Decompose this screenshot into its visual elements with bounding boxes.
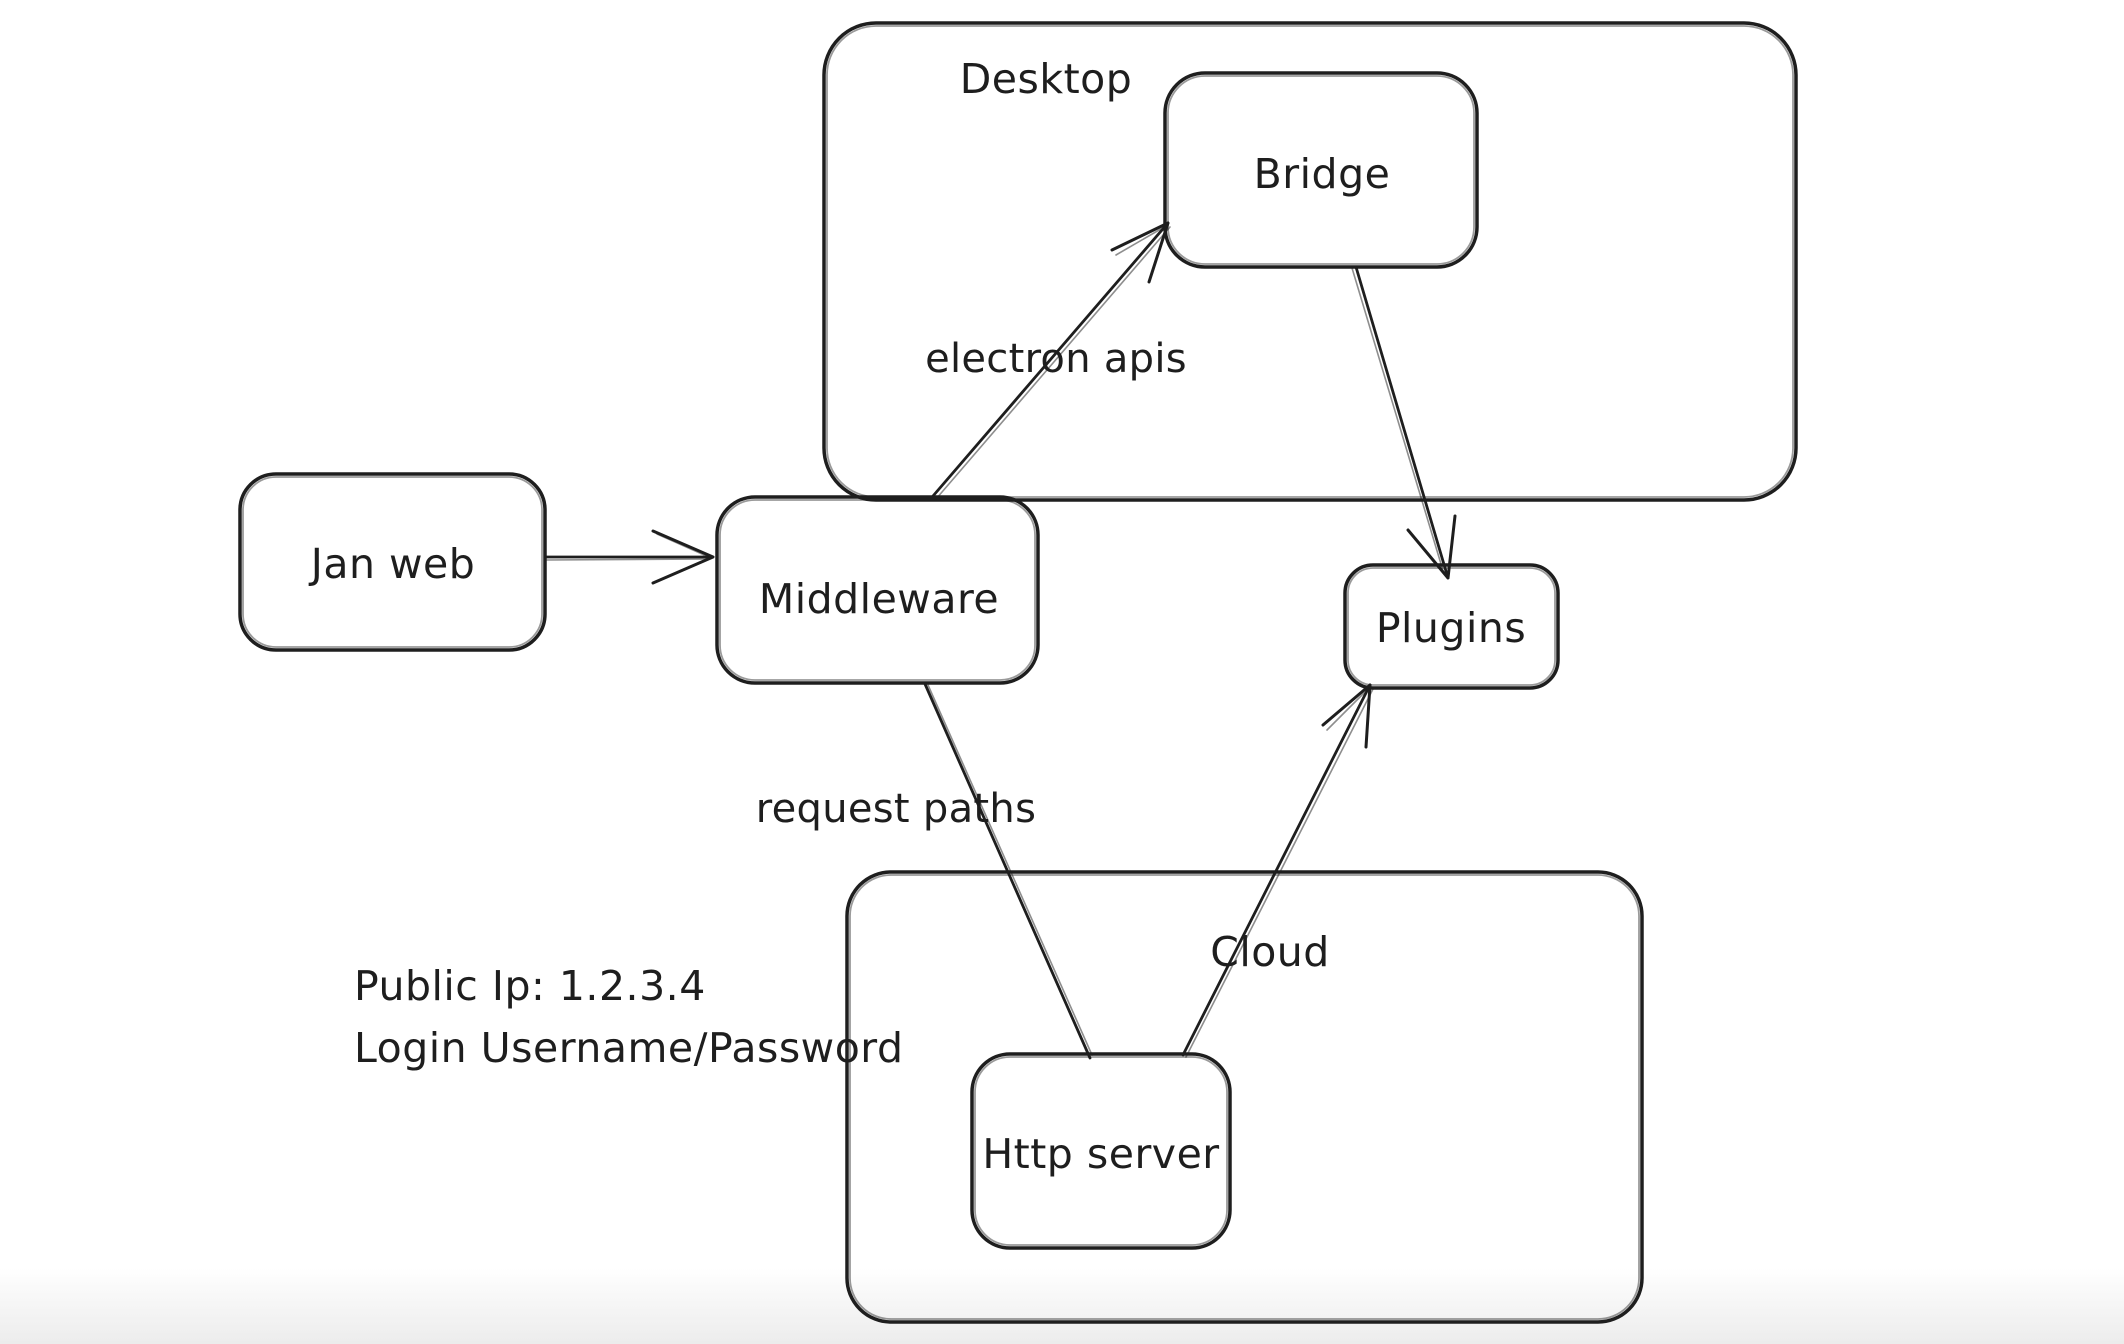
edge-middleware-to-http-server[interactable] <box>923 682 1093 1060</box>
container-desktop[interactable]: Desktop <box>822 21 1798 502</box>
node-plugins[interactable]: Plugins <box>1343 563 1560 690</box>
edge-label-electron-apis[interactable]: electron apis <box>925 336 1187 382</box>
container-cloud[interactable]: Cloud <box>845 870 1644 1324</box>
node-bridge-label: Bridge <box>1254 150 1391 198</box>
node-jan-web-label: Jan web <box>308 540 476 588</box>
bottom-fade <box>0 1268 2124 1344</box>
node-http-server-label: Http server <box>982 1130 1219 1178</box>
annotation-public-ip[interactable]: Public Ip: 1.2.3.4 <box>354 962 706 1010</box>
edge-label-request-paths[interactable]: request paths <box>756 786 1036 832</box>
node-middleware[interactable]: Middleware <box>715 495 1040 685</box>
node-http-server[interactable]: Http server <box>970 1052 1232 1250</box>
edge-http-server-to-plugins[interactable] <box>1181 683 1374 1058</box>
node-bridge[interactable]: Bridge <box>1163 71 1479 269</box>
annotation-login[interactable]: Login Username/Password <box>354 1024 903 1072</box>
node-jan-web[interactable]: Jan web <box>238 472 547 652</box>
node-plugins-label: Plugins <box>1376 604 1526 652</box>
edge-jan-web-to-middleware[interactable] <box>543 529 715 585</box>
node-middleware-label: Middleware <box>759 575 999 623</box>
container-desktop-label: Desktop <box>960 55 1133 103</box>
edge-middleware-to-bridge[interactable] <box>931 221 1171 500</box>
container-cloud-label: Cloud <box>1210 928 1330 976</box>
edge-bridge-to-plugins[interactable] <box>1351 265 1457 580</box>
